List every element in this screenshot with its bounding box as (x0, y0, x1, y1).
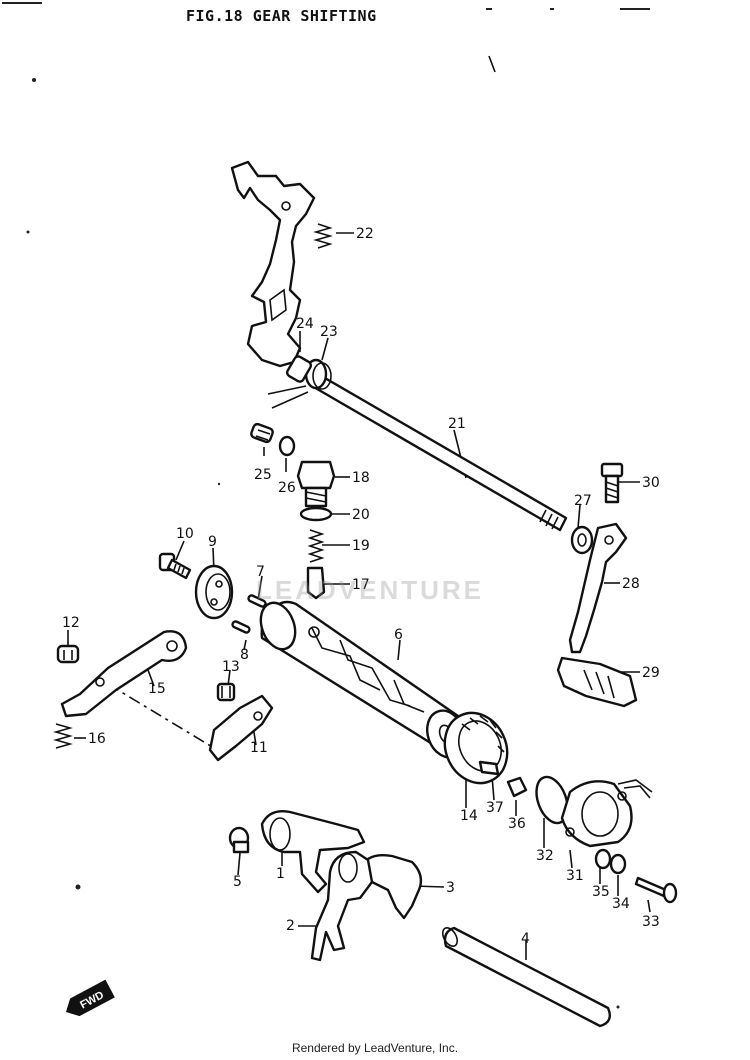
arm-spring (313, 223, 333, 249)
gearshift-fork-1 (260, 810, 366, 894)
cam-stopper-bolt (56, 644, 80, 664)
callout-5: 5 (233, 874, 242, 890)
callout-37: 37 (486, 800, 504, 816)
cam-pin-8 (231, 620, 251, 634)
shift-lever-bolt (600, 462, 624, 504)
oil-seal-bore (577, 533, 587, 547)
callout-11: 11 (250, 740, 268, 756)
callout-7: 7 (256, 564, 265, 580)
scan-mark (488, 55, 496, 73)
callout-31: 31 (566, 868, 584, 884)
callout-1: 1 (276, 866, 285, 882)
callout-19: 19 (352, 538, 370, 554)
fork-shaft (443, 926, 611, 1028)
callout-10: 10 (176, 526, 194, 542)
fork-2-boss (338, 853, 358, 883)
callout-8: 8 (240, 647, 249, 663)
pedal-knurling (583, 669, 615, 699)
callout-15: 15 (148, 681, 166, 697)
arm-plate-slot (269, 288, 287, 322)
callout-2: 2 (286, 918, 295, 934)
forward-arrow-badge: FWD (65, 979, 115, 1017)
callout-14: 14 (460, 808, 478, 824)
stopper-plate-screw (216, 682, 236, 702)
cam-driven-gear (194, 564, 234, 620)
o-ring (535, 775, 569, 825)
callout-12: 12 (62, 615, 80, 631)
gearshift-lever (568, 522, 628, 654)
leader-lines (67, 232, 651, 960)
stopper-plate-bolt (158, 552, 192, 580)
callout-18: 18 (352, 470, 370, 486)
lever-hole (604, 535, 614, 545)
pivot-bolt (250, 422, 274, 444)
pivot-washer (278, 435, 296, 457)
footer-credit: Rendered by LeadVenture, Inc. (291, 1041, 459, 1055)
stopper-spring-16 (53, 723, 73, 749)
stopper-arm-hole (166, 640, 178, 652)
switch-washer-34 (609, 853, 627, 875)
plug-bolt (296, 460, 336, 508)
callout-33: 33 (642, 914, 660, 930)
shaft-splines (539, 509, 559, 530)
fork-shaft-end (441, 927, 459, 947)
callout-26: 26 (278, 480, 296, 496)
plug-gasket (299, 506, 333, 522)
callout-3: 3 (446, 880, 455, 896)
callout-17: 17 (352, 577, 370, 593)
callout-32: 32 (536, 848, 554, 864)
callout-4: 4 (521, 931, 530, 947)
switch-washer-35 (594, 848, 612, 870)
callout-29: 29 (642, 665, 660, 681)
callout-36: 36 (508, 816, 526, 832)
callout-9: 9 (208, 534, 217, 550)
callout-25: 25 (254, 467, 272, 483)
gearshift-fork-2 (310, 850, 374, 962)
callout-6: 6 (394, 627, 403, 643)
callout-24: 24 (296, 316, 314, 332)
callout-21: 21 (448, 416, 466, 432)
stopper-spring (307, 529, 325, 563)
watermark-text: LEADVENTURE (256, 575, 485, 605)
cam-stopper-arm (60, 630, 188, 718)
neutral-switch (560, 779, 653, 848)
scan-specks (2, 2, 650, 1009)
arm-plate-hole (281, 201, 291, 211)
fork-shaft-bolt (228, 826, 250, 854)
shaft-collar (285, 355, 313, 383)
stopper-plate-hole (253, 711, 263, 721)
oil-seal (570, 525, 594, 555)
shift-pedal-rubber (556, 656, 638, 708)
neutral-contact (506, 776, 528, 798)
callout-13: 13 (222, 659, 240, 675)
callout-16: 16 (88, 731, 106, 747)
callout-27: 27 (574, 493, 592, 509)
gearshift-arm-plate (230, 160, 316, 368)
callout-30: 30 (642, 475, 660, 491)
callout-28: 28 (622, 576, 640, 592)
fork-1-boss (269, 817, 291, 851)
callout-34: 34 (612, 896, 630, 912)
callout-35: 35 (592, 884, 610, 900)
cam-stopper (306, 566, 326, 600)
callout-23: 23 (320, 324, 338, 340)
stopper-arm-pivot (95, 677, 105, 687)
bearing-pin (478, 760, 500, 776)
switch-screw (634, 876, 678, 904)
callout-20: 20 (352, 507, 370, 523)
figure-title: FIG.18 GEAR SHIFTING (186, 7, 377, 25)
callout-22: 22 (356, 226, 374, 242)
cam-pin-7 (247, 594, 267, 608)
shift-shaft (310, 372, 568, 532)
gearshift-cam (259, 600, 467, 759)
